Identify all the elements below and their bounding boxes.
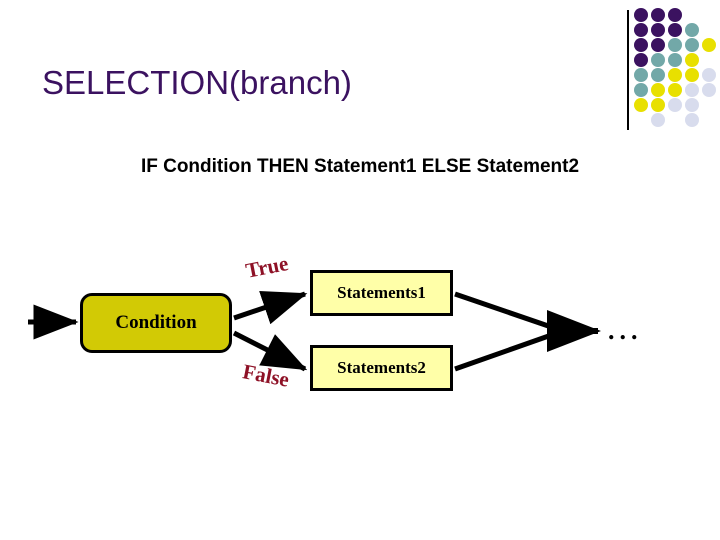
decorative-dot xyxy=(685,83,699,97)
edge-statements1-to-merge xyxy=(454,291,561,333)
decorative-dot xyxy=(668,68,682,82)
decorative-dot xyxy=(634,8,648,22)
decorative-dot xyxy=(668,38,682,52)
decorative-dot xyxy=(651,38,665,52)
page-title: SELECTION(branch) xyxy=(42,64,352,101)
node-statements2[interactable]: Statements2 xyxy=(310,345,453,391)
decorative-dot xyxy=(651,83,665,97)
decorative-dot xyxy=(651,53,665,67)
decorative-dot xyxy=(634,98,648,112)
edge-statements2-to-merge xyxy=(454,329,561,372)
decorative-divider-line xyxy=(627,10,629,130)
decorative-dot xyxy=(668,23,682,37)
node-statements1[interactable]: Statements1 xyxy=(310,270,453,316)
decorative-dot xyxy=(651,8,665,22)
decorative-dot xyxy=(702,83,716,97)
decorative-dot xyxy=(634,38,648,52)
decorative-dot xyxy=(634,83,648,97)
pseudocode-subtitle: IF Condition THEN Statement1 ELSE Statem… xyxy=(140,156,580,177)
decorative-dot xyxy=(685,53,699,67)
decorative-dot xyxy=(668,53,682,67)
decorative-dot xyxy=(668,98,682,112)
decorative-dot xyxy=(685,68,699,82)
decorative-dot xyxy=(651,98,665,112)
decorative-dot xyxy=(651,68,665,82)
decorative-dot xyxy=(685,38,699,52)
decorative-dot xyxy=(634,68,648,82)
node-condition[interactable]: Condition xyxy=(80,293,232,353)
decorative-dot xyxy=(634,23,648,37)
decorative-dot xyxy=(685,98,699,112)
decorative-dot xyxy=(634,53,648,67)
continuation-ellipsis: ... xyxy=(608,316,643,345)
decorative-dot xyxy=(702,68,716,82)
decorative-dot xyxy=(651,113,665,127)
decorative-dot xyxy=(668,8,682,22)
decorative-dot-grid xyxy=(634,8,716,127)
edge-condition-to-statements2 xyxy=(232,330,308,372)
decorative-dot xyxy=(702,38,716,52)
decorative-dot xyxy=(685,113,699,127)
decorative-dot xyxy=(685,23,699,37)
decorative-dot xyxy=(668,83,682,97)
edge-condition-to-statements1 xyxy=(233,291,308,325)
decorative-dot xyxy=(651,23,665,37)
